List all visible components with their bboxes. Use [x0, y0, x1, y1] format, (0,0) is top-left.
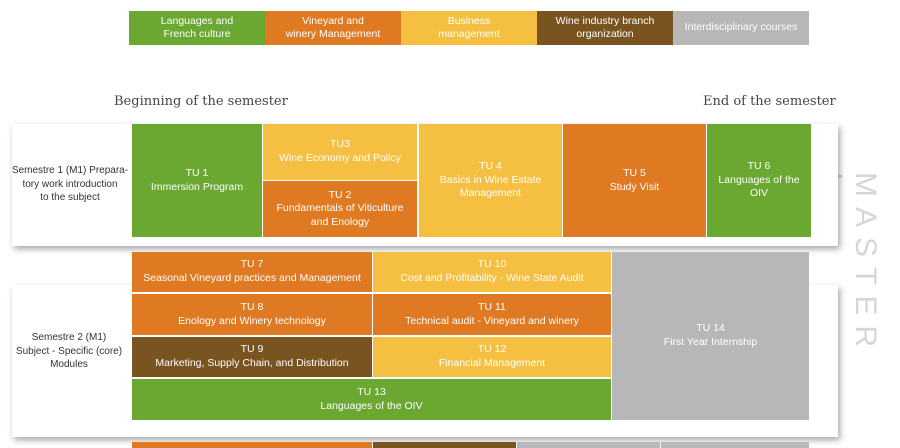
tu9-block: TU 9 Marketing, Supply Chain, and Distri…	[132, 337, 372, 377]
next-row-block	[517, 442, 660, 448]
unit-title: First Year Internship	[663, 336, 758, 348]
legend-business: Business management	[401, 11, 537, 45]
next-row-block	[661, 442, 809, 448]
unit-title: Enology and Winery technology	[178, 314, 326, 327]
legend-label: Business management	[438, 14, 500, 40]
unit-code: TU 12	[477, 343, 507, 356]
unit-title: Languages of the OIV	[320, 399, 423, 412]
unit-title: Technical audit - Vineyard and winery	[405, 314, 579, 327]
unit-title: Wine Economy and Policy	[279, 152, 401, 164]
semester2-label: Semestre 2 (M1) Subject - Specific (core…	[15, 332, 123, 370]
tu4-block: TU 4 Basics in Wine Estate Management	[419, 124, 562, 237]
legend-wine-industry: Wine industry branch organization	[537, 11, 673, 45]
tu7-block: TU 7 Seasonal Vineyard practices and Man…	[132, 252, 372, 292]
legend-label: Interdisciplinary courses	[684, 21, 798, 34]
unit-code: TU 7	[240, 258, 264, 271]
tu12-block: TU 12 Financial Management	[373, 337, 611, 377]
next-row-block	[373, 442, 516, 448]
unit-title: Cost and Profitability - Wine State Audi…	[400, 272, 584, 284]
unit-code: TU 13	[357, 385, 386, 398]
unit-title: Financial Management	[438, 357, 546, 369]
unit-code: TU 14	[696, 322, 725, 335]
semester1-label: Semestre 1 (M1) Prepara- tory work intro…	[11, 165, 129, 203]
unit-title: Marketing, Supply Chain, and Distributio…	[155, 357, 349, 369]
legend-label: Languages and French culture	[160, 14, 234, 40]
unit-code: TU 1	[185, 166, 209, 179]
unit-code: TU 4	[479, 160, 502, 173]
unit-code: TU 5	[623, 166, 646, 179]
tu6-block: TU 6 Languages of the OIV	[707, 124, 811, 237]
unit-title: Study Visit	[609, 180, 660, 193]
tu10-block: TU 10 Cost and Profitability - Wine Stat…	[373, 252, 611, 292]
legend-vineyard: Vineyard and winery Management	[265, 11, 401, 45]
legend-interdisciplinary: Interdisciplinary courses	[673, 11, 809, 45]
unit-code: TU 9	[240, 343, 264, 356]
unit-title: Languages of the OIV	[718, 173, 800, 200]
tu2-block: TU 2 Fundamentals of Viticulture and Eno…	[263, 181, 417, 237]
next-row-block	[132, 442, 372, 448]
timeline-start: Beginning of the semester	[114, 94, 288, 109]
tu11-block: TU 11 Technical audit - Vineyard and win…	[373, 294, 611, 335]
unit-code: TU 2	[328, 188, 352, 201]
unit-code: TU 11	[478, 300, 506, 313]
unit-title: Fundamentals of Viticulture and Enology	[276, 202, 404, 228]
unit-title: Basics in Wine Estate Management	[439, 173, 542, 200]
tu8-block: TU 8 Enology and Winery technology	[132, 294, 372, 335]
legend-languages: Languages and French culture	[129, 11, 265, 45]
tu14-block: TU 14 First Year Internship	[612, 252, 809, 420]
unit-code: TU3	[330, 138, 350, 151]
unit-code: TU 10	[477, 258, 507, 271]
unit-code: TU 8	[240, 300, 264, 313]
master-label: MASTER I	[815, 172, 882, 358]
unit-title: Immersion Program	[150, 180, 244, 193]
timeline-end: End of the semester	[703, 94, 836, 109]
legend-label: Vineyard and winery Management	[285, 14, 381, 40]
unit-code: TU 6	[747, 160, 771, 173]
tu1-block: TU 1 Immersion Program	[132, 124, 262, 237]
legend-label: Wine industry branch organization	[555, 14, 655, 40]
unit-title: Seasonal Vineyard practices and Manageme…	[143, 272, 361, 284]
tu13-block: TU 13 Languages of the OIV	[132, 379, 611, 420]
tu3-block: TU3 Wine Economy and Policy	[263, 124, 417, 180]
tu5-block: TU 5 Study Visit	[563, 124, 706, 237]
